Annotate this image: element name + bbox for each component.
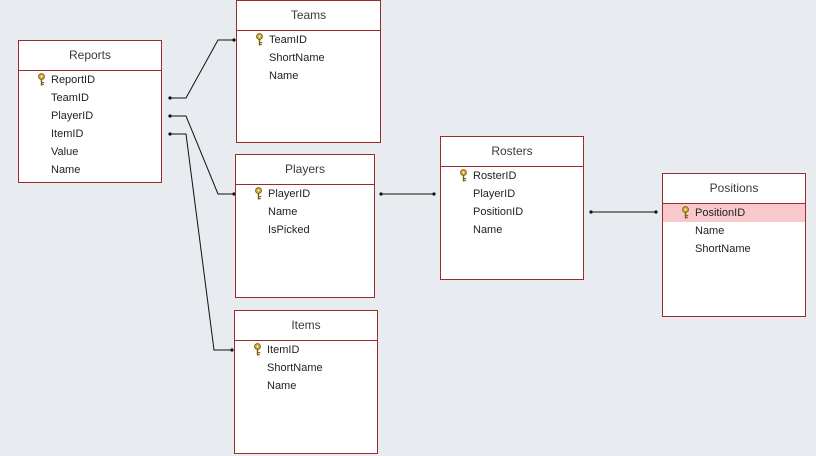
relationship-endpoint [168, 132, 172, 136]
field-label: TeamID [51, 92, 89, 104]
relationship-endpoint [654, 210, 658, 214]
field-label: PositionID [695, 207, 746, 219]
field-shortname[interactable]: ShortName [235, 359, 377, 377]
field-playerid[interactable]: PlayerID [236, 185, 374, 203]
relationship-endpoint [379, 192, 383, 196]
field-label: PlayerID [473, 188, 516, 200]
table-reports[interactable]: Reports ReportID TeamID PlayerID ItemID … [18, 40, 162, 183]
field-list: TeamID ShortName Name [237, 31, 380, 85]
field-list: ReportID TeamID PlayerID ItemID Value Na… [19, 71, 161, 179]
field-list: PlayerID Name IsPicked [236, 185, 374, 239]
field-list: RosterID PlayerID PositionID Name [441, 167, 583, 239]
field-positionid[interactable]: PositionID [663, 204, 805, 222]
field-name[interactable]: Name [237, 67, 380, 85]
primary-key-icon [38, 73, 45, 86]
table-title[interactable]: Reports [19, 41, 161, 71]
field-name[interactable]: Name [235, 377, 377, 395]
field-label: ShortName [269, 52, 325, 64]
field-label: Name [473, 224, 503, 236]
field-positionid[interactable]: PositionID [441, 203, 583, 221]
field-label: ShortName [267, 362, 323, 374]
relationship-endpoint [589, 210, 593, 214]
field-name[interactable]: Name [663, 222, 805, 240]
relationship-endpoint [432, 192, 436, 196]
field-label: Name [268, 206, 298, 218]
field-label: Name [695, 225, 725, 237]
field-name[interactable]: Name [236, 203, 374, 221]
field-label: IsPicked [268, 224, 310, 236]
field-label: Name [269, 70, 299, 82]
table-title[interactable]: Items [235, 311, 377, 341]
field-name[interactable]: Name [441, 221, 583, 239]
table-title[interactable]: Positions [663, 174, 805, 204]
table-positions[interactable]: Positions PositionID Name ShortName [662, 173, 806, 317]
table-teams[interactable]: Teams TeamID ShortName Name [236, 0, 381, 143]
primary-key-icon [682, 206, 689, 219]
relationship-endpoint [168, 114, 172, 118]
field-list: PositionID Name ShortName [663, 204, 805, 258]
field-name[interactable]: Name [19, 161, 161, 179]
field-value[interactable]: Value [19, 143, 161, 161]
field-label: PlayerID [51, 110, 94, 122]
relationship-line-reports-players [170, 115, 234, 195]
field-shortname[interactable]: ShortName [663, 240, 805, 258]
relationship-line-reports-items [170, 133, 232, 351]
table-title[interactable]: Teams [237, 1, 380, 31]
primary-key-icon [254, 343, 261, 356]
field-label: Name [267, 380, 297, 392]
field-teamid[interactable]: TeamID [237, 31, 380, 49]
relationship-endpoint [168, 96, 172, 100]
table-players[interactable]: Players PlayerID Name IsPicked [235, 154, 375, 298]
field-itemid[interactable]: ItemID [235, 341, 377, 359]
field-label: Name [51, 164, 81, 176]
field-playerid[interactable]: PlayerID [19, 107, 161, 125]
field-label: RosterID [473, 170, 517, 182]
field-label: ShortName [695, 243, 751, 255]
primary-key-icon [256, 33, 263, 46]
field-label: ItemID [51, 128, 84, 140]
field-label: ItemID [267, 344, 300, 356]
field-label: PlayerID [268, 188, 311, 200]
table-rosters[interactable]: Rosters RosterID PlayerID PositionID Nam… [440, 136, 584, 280]
relationship-line-reports-teams [170, 39, 234, 99]
field-rosterid[interactable]: RosterID [441, 167, 583, 185]
field-label: TeamID [269, 34, 307, 46]
table-title[interactable]: Players [236, 155, 374, 185]
table-title[interactable]: Rosters [441, 137, 583, 167]
field-teamid[interactable]: TeamID [19, 89, 161, 107]
field-ispicked[interactable]: IsPicked [236, 221, 374, 239]
primary-key-icon [255, 187, 262, 200]
primary-key-icon [460, 169, 467, 182]
field-label: ReportID [51, 74, 96, 86]
field-label: PositionID [473, 206, 524, 218]
field-label: Value [51, 146, 79, 158]
field-shortname[interactable]: ShortName [237, 49, 380, 67]
field-list: ItemID ShortName Name [235, 341, 377, 395]
table-items[interactable]: Items ItemID ShortName Name [234, 310, 378, 454]
field-reportid[interactable]: ReportID [19, 71, 161, 89]
field-itemid[interactable]: ItemID [19, 125, 161, 143]
field-playerid[interactable]: PlayerID [441, 185, 583, 203]
